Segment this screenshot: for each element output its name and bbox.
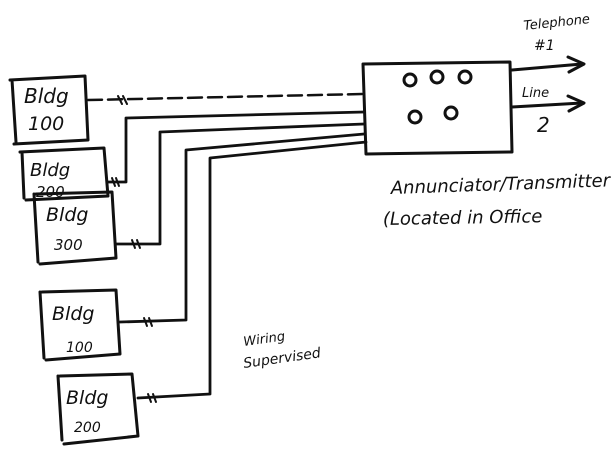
lamp-1 [402, 72, 418, 88]
wire-1-tick [117, 95, 128, 105]
wire-bldg-3 [114, 122, 366, 246]
building-3-number: 300 [54, 236, 83, 254]
wire-bldg-5 [136, 140, 368, 400]
building-box-1: Bldg 100 [8, 74, 90, 146]
output-line-2-arrowhead [566, 94, 586, 113]
wire-3-tick [131, 239, 141, 249]
wire-bldg-1 [86, 92, 366, 102]
indicator-lamps [402, 69, 473, 125]
building-2-number: 200 [36, 183, 65, 201]
output-1-label: Telephone [523, 12, 591, 34]
lamp-4 [407, 109, 423, 125]
wiring-note-line-2: Supervised [242, 345, 322, 372]
building-box-5: Bldg 200 [56, 372, 140, 446]
annunciator-location: (Located in Office [383, 206, 543, 230]
building-5-name: Bldg [66, 387, 108, 409]
lamp-2 [429, 69, 445, 85]
building-4-name: Bldg [52, 303, 94, 325]
lamp-5 [443, 105, 459, 121]
output-line-1-wire [510, 62, 584, 72]
output-line-1-arrowhead [566, 55, 586, 74]
output-line-2-wire [510, 101, 584, 109]
building-1-name: Bldg [24, 84, 69, 108]
output-2-label: Line [522, 86, 549, 101]
wire-bldg-4 [118, 132, 366, 324]
wire-5-tick [147, 393, 157, 403]
building-5-number: 200 [74, 420, 101, 436]
building-box-4: Bldg 100 [38, 288, 122, 362]
output-line-2 [510, 94, 586, 113]
output-line-1 [510, 55, 586, 74]
wire-2-tick [111, 177, 120, 187]
building-2-name: Bldg [30, 160, 70, 181]
wire-bundle [86, 92, 368, 403]
building-3-name: Bldg [46, 204, 88, 226]
building-box-2: Bldg 200 [18, 146, 110, 202]
wiring-note-line-1: Wiring [242, 329, 286, 350]
annunciator-caption: Annunciator/Transmitter [389, 170, 612, 199]
lamp-3 [457, 69, 473, 85]
building-1-number: 100 [28, 113, 64, 135]
building-box-3: Bldg 300 [32, 190, 118, 266]
annunciator-box [361, 60, 514, 156]
building-4-number: 100 [66, 340, 93, 356]
output-2-number: 2 [537, 113, 550, 137]
wire-4-tick [143, 317, 153, 327]
output-1-number: #1 [534, 38, 555, 54]
